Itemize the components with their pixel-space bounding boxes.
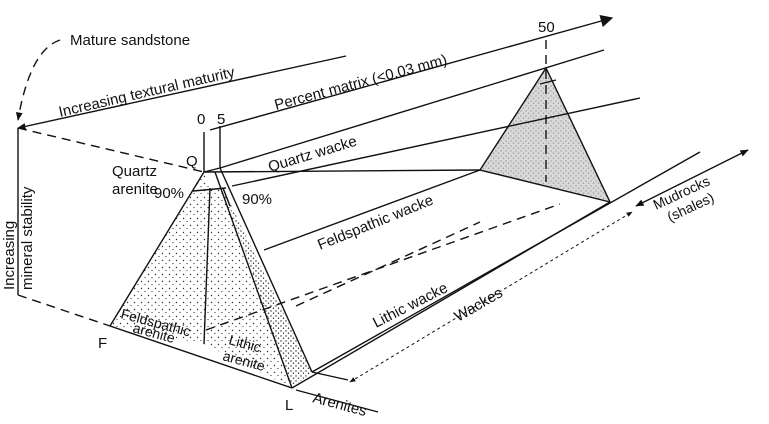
q-90-divider — [203, 187, 211, 345]
label-quartz-arenite-1: Quartz — [112, 163, 157, 180]
lithic-divider — [222, 187, 231, 207]
label-vertex-f: F — [98, 335, 107, 352]
label-tick-5: 5 — [217, 111, 225, 128]
feldspathic-back-line — [203, 169, 481, 173]
ql-edge — [214, 171, 293, 389]
feldspathic-wacke-line — [263, 169, 481, 251]
label-mineral-stability-1: Increasing — [1, 221, 18, 290]
label-mineral-stability-2: mineral stability — [19, 186, 36, 290]
feldspathic-arenite-region — [110, 172, 210, 344]
mature-sandstone-curve — [15, 39, 61, 121]
lithic-arenite-region — [204, 188, 292, 388]
quartz-wacke-top-line — [219, 49, 605, 169]
label-90-right: 90% — [242, 191, 272, 208]
label-lithic-wacke: Lithic wacke — [370, 279, 451, 331]
label-90-left: 90% — [154, 185, 184, 202]
shadow-left-dash-2 — [17, 127, 205, 173]
ql-back-edge — [219, 167, 313, 373]
label-quartz-arenite-2: arenite — [112, 181, 158, 198]
label-feldspathic-wacke: Feldspathic wacke — [315, 192, 436, 254]
label-vertex-q: Q — [186, 153, 198, 170]
label-textural-maturity: Increasing textural maturity — [57, 64, 237, 121]
mudrocks-arrow — [635, 149, 749, 207]
wacke-bottom-line-back — [311, 151, 701, 373]
label-tick-0: 0 — [197, 111, 205, 128]
shadow-left-dash — [17, 294, 111, 327]
label-tick-50: 50 — [538, 19, 555, 36]
label-percent-matrix: Percent matrix (<0.03 mm) — [273, 51, 449, 113]
arenite-right-face — [215, 172, 312, 388]
wackes-dimension — [349, 211, 633, 383]
qf-edge — [109, 171, 205, 327]
q-90-tick — [192, 187, 227, 192]
arenites-tick — [311, 371, 349, 381]
matrix-50-inner-line — [539, 79, 557, 85]
axis-percent-matrix — [209, 14, 614, 131]
matrix-50-triangle-stipple — [480, 68, 610, 202]
arenites-baseline — [295, 389, 379, 413]
label-arenites: Arenites — [311, 389, 369, 420]
label-vertex-l: L — [285, 397, 293, 414]
textural-maturity-arrow — [17, 55, 347, 130]
fl-edge — [109, 325, 293, 389]
label-mature-sandstone: Mature sandstone — [70, 32, 190, 49]
